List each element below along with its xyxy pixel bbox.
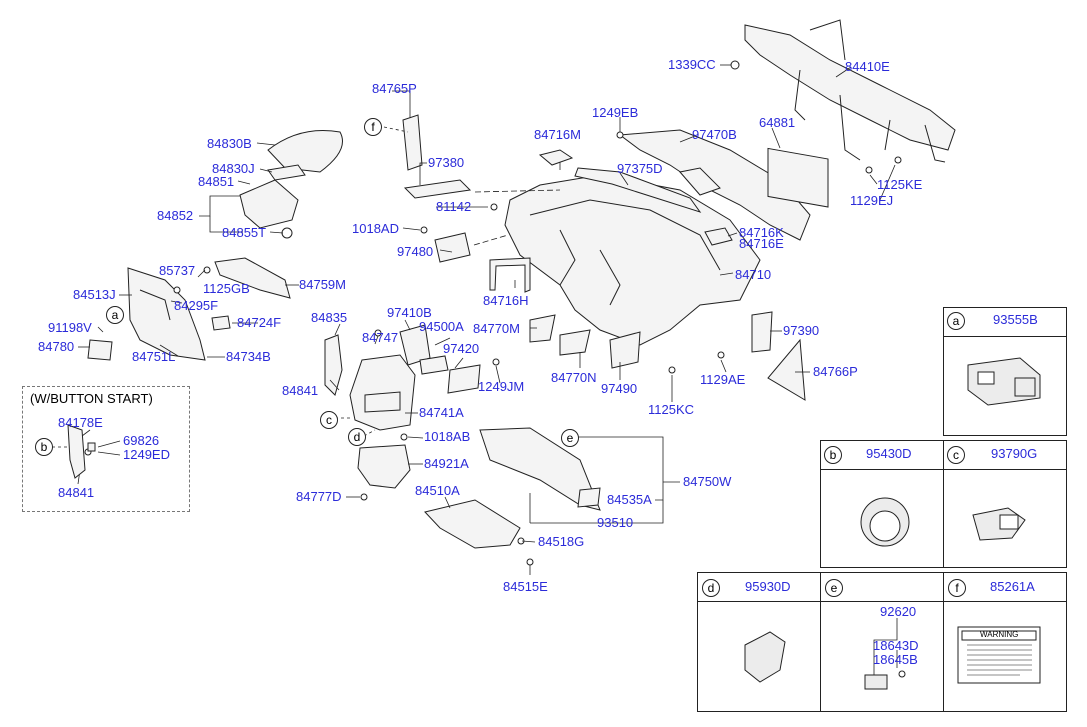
part-label-84741A[interactable]: 84741A (419, 405, 464, 420)
part-label-64881[interactable]: 64881 (759, 115, 796, 130)
part-label-84751L[interactable]: 84751L (132, 349, 176, 364)
part-label-84513J[interactable]: 84513J (73, 287, 116, 302)
part-label-84766P[interactable]: 84766P (813, 364, 858, 379)
part-label-97470B[interactable]: 97470B (692, 127, 737, 142)
part-label-18643D[interactable]: 18643D (873, 638, 919, 653)
part-label-84295F[interactable]: 84295F (174, 298, 219, 313)
callout-c-circle: c (947, 446, 965, 464)
part-label-97390[interactable]: 97390 (783, 323, 820, 338)
part-label-84515E[interactable]: 84515E (503, 579, 548, 594)
part-label-84770N[interactable]: 84770N (551, 370, 597, 385)
part-label-93790G[interactable]: 93790G (991, 446, 1038, 461)
side-cover-84766P (767, 338, 806, 401)
part-label-69826[interactable]: 69826 (123, 433, 160, 448)
part-label-1339CC[interactable]: 1339CC (668, 57, 716, 72)
part-label-97380[interactable]: 97380 (428, 155, 465, 170)
part-label-91198V[interactable]: 91198V (48, 320, 92, 335)
part-label-92620[interactable]: 92620 (880, 604, 917, 619)
part-label-1125GB[interactable]: 1125GB (203, 281, 250, 296)
part-label-84835[interactable]: 84835 (311, 310, 348, 325)
callout-b-main: b (35, 438, 53, 456)
part-label-81142[interactable]: 81142 (436, 199, 472, 214)
glove-box-84510A (424, 499, 521, 549)
detail-box-a (943, 307, 1067, 436)
part-label-84852[interactable]: 84852 (157, 208, 194, 223)
part-label-84921A[interactable]: 84921A (424, 456, 469, 471)
center-fascia-84741A (349, 354, 416, 431)
part-label-97375D[interactable]: 97375D (617, 161, 663, 176)
part-label-84535A[interactable]: 84535A (607, 492, 652, 507)
glove-box-upper-84750W (479, 427, 601, 511)
detail-box-c (943, 440, 1067, 568)
part-label-97420[interactable]: 97420 (443, 341, 480, 356)
button-start-box (22, 386, 190, 512)
part-label-93510[interactable]: 93510 (597, 515, 634, 530)
callout-b-circle: b (824, 446, 842, 464)
part-label-84724F[interactable]: 84724F (237, 315, 282, 330)
part-label-84410E[interactable]: 84410E (845, 59, 890, 74)
part-label-84841-button-start[interactable]: 84841 (58, 485, 95, 500)
lower-panel-84751L (127, 267, 206, 361)
part-label-84765P[interactable]: 84765P (372, 81, 417, 96)
part-label-1129EJ[interactable]: 1129EJ (850, 193, 894, 208)
part-label-1018AD[interactable]: 1018AD (352, 221, 399, 236)
part-label-84830B[interactable]: 84830B (207, 136, 252, 151)
part-label-84178E[interactable]: 84178E (58, 415, 103, 430)
callout-f-circle: f (948, 579, 966, 597)
lower-tray-84921A (357, 444, 411, 489)
callout-d-main: d (348, 428, 366, 446)
part-label-84734B[interactable]: 84734B (226, 349, 271, 364)
part-label-84770M[interactable]: 84770M (473, 321, 520, 336)
part-label-1018AB[interactable]: 1018AB (424, 429, 471, 444)
part-label-84851[interactable]: 84851 (198, 174, 235, 189)
part-label-1249ED[interactable]: 1249ED (123, 447, 170, 462)
part-label-84518G[interactable]: 84518G (538, 534, 585, 549)
part-label-1249JM[interactable]: 1249JM (478, 379, 525, 394)
part-label-97410B[interactable]: 97410B (387, 305, 432, 320)
part-label-84777D[interactable]: 84777D (296, 489, 342, 504)
part-label-95430D[interactable]: 95430D (866, 446, 912, 461)
button-start-title: (W/BUTTON START) (30, 391, 153, 406)
part-label-1129AE[interactable]: 1129AE (700, 372, 746, 387)
callout-e-main: e (561, 429, 579, 447)
part-label-85261A[interactable]: 85261A (990, 579, 1035, 594)
part-label-84510A[interactable]: 84510A (415, 483, 460, 498)
part-label-84716E[interactable]: 84716E (739, 236, 784, 251)
callout-a-circle: a (947, 312, 965, 330)
part-label-84759M[interactable]: 84759M (299, 277, 346, 292)
part-label-95930D[interactable]: 95930D (745, 579, 791, 594)
callout-f-main: f (364, 118, 382, 136)
part-label-94500A[interactable]: 94500A (419, 319, 464, 334)
part-label-84780[interactable]: 84780 (38, 339, 75, 354)
part-label-84747[interactable]: 84747 (362, 330, 399, 345)
part-label-84855T[interactable]: 84855T (222, 225, 267, 240)
part-label-84750W[interactable]: 84750W (683, 474, 732, 489)
callout-c-main: c (320, 411, 338, 429)
callout-a-main: a (106, 306, 124, 324)
warning-label-text: WARNING (980, 630, 1019, 639)
part-label-18645B[interactable]: 18645B (873, 652, 918, 667)
callout-e-circle: e (825, 579, 843, 597)
part-label-84830J[interactable]: 84830J (212, 161, 255, 176)
part-label-1249EB[interactable]: 1249EB (592, 105, 639, 120)
part-label-84716H[interactable]: 84716H (483, 293, 529, 308)
cowl-crossbar-84410E (744, 24, 956, 151)
part-label-84716M[interactable]: 84716M (534, 127, 581, 142)
part-label-1125KE[interactable]: 1125KE (877, 177, 923, 192)
part-label-85737[interactable]: 85737 (159, 263, 196, 278)
part-label-97490[interactable]: 97490 (601, 381, 638, 396)
cluster-hood-84830B (267, 129, 343, 173)
callout-d-circle: d (702, 579, 720, 597)
part-label-93555B[interactable]: 93555B (993, 312, 1038, 327)
detail-box-f (943, 572, 1067, 712)
part-label-97480[interactable]: 97480 (397, 244, 434, 259)
part-label-84841[interactable]: 84841 (282, 383, 319, 398)
part-label-1125KC[interactable]: 1125KC (648, 402, 695, 417)
defroster-97375D (574, 167, 702, 213)
mesh-64881 (767, 147, 829, 208)
part-label-84716K[interactable]: 84716K (739, 225, 784, 240)
part-label-84710[interactable]: 84710 (735, 267, 772, 282)
